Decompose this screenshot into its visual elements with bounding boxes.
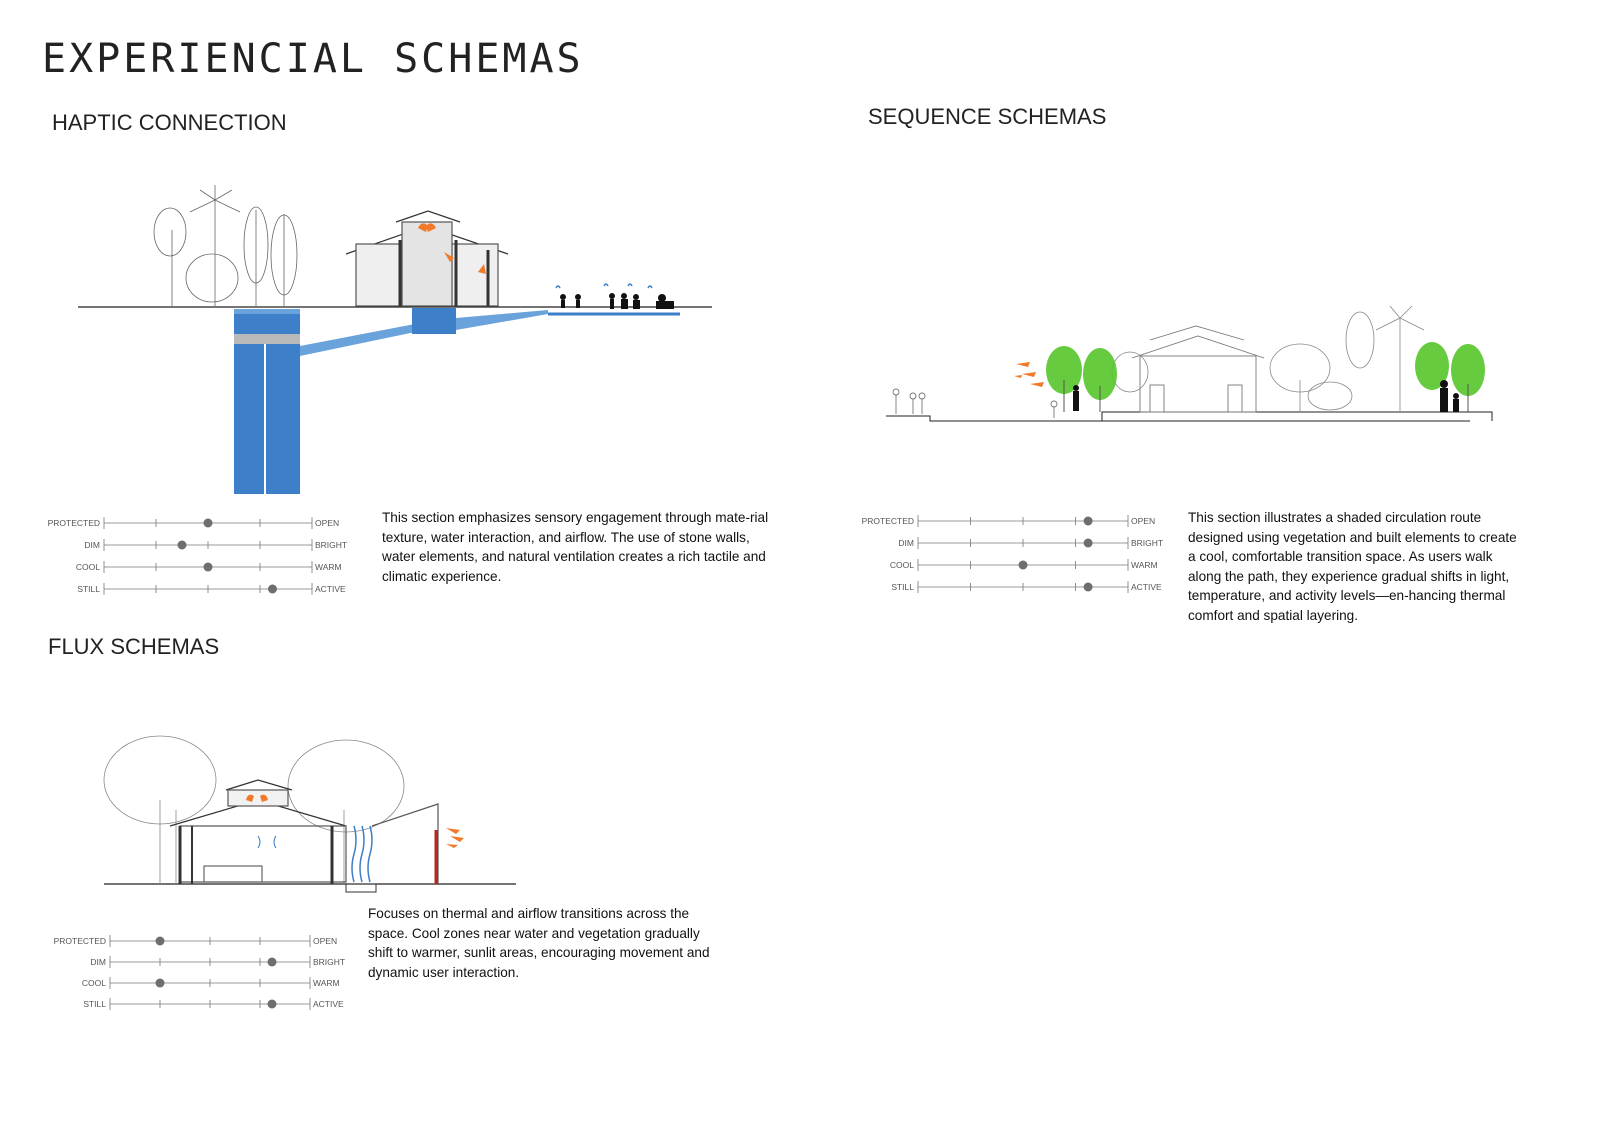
haptic-description: This section emphasizes sensory engageme…: [382, 510, 769, 584]
flux-scale-right-label: WARM: [313, 978, 340, 988]
sequence-scale-marker: [1083, 538, 1093, 548]
sequence-scale-left-label: PROTECTED: [862, 516, 914, 526]
water-channel: [300, 323, 420, 356]
haptic-scale-left-label: DIM: [84, 540, 100, 550]
flux-scale-marker: [155, 978, 165, 988]
haptic-house: [345, 210, 509, 307]
sequence-wind-arrows: [1014, 362, 1044, 387]
haptic-scale-right-label: WARM: [315, 562, 342, 572]
haptic-scales: PROTECTED OPEN DIM BRIGHT COOL WARM STILL ACTIV…: [48, 517, 347, 595]
haptic-scale-row-2: COOL WARM: [76, 561, 342, 573]
flux-scale-row-0: PROTECTED OPEN: [54, 935, 337, 947]
sequence-people: [1073, 380, 1459, 412]
flux-scale-marker: [267, 999, 277, 1009]
sequence-green-trees: [1046, 342, 1485, 412]
flux-trees: [103, 735, 405, 884]
sequence-scale-right-label: WARM: [1131, 560, 1158, 570]
house-pool: [412, 308, 456, 334]
haptic-scale-marker: [267, 584, 277, 594]
flux-scale-row-2: COOL WARM: [82, 977, 340, 989]
tank-band: [234, 334, 300, 344]
sequence-title: SEQUENCE SCHEMAS: [868, 104, 1107, 129]
sequence-scale-right-label: OPEN: [1131, 516, 1155, 526]
sequence-scale-row-3: STILL ACTIVE: [891, 581, 1162, 593]
outflow-channel: [456, 310, 548, 330]
flux-scale-left-label: PROTECTED: [54, 936, 106, 946]
haptic-title: HAPTIC CONNECTION: [52, 110, 287, 135]
sequence-scales: PROTECTED OPEN DIM BRIGHT COOL WARM STILL ACTIV…: [862, 515, 1163, 593]
haptic-scale-marker: [203, 562, 213, 572]
sequence-scale-marker: [1083, 582, 1093, 592]
haptic-fountains: [555, 283, 653, 289]
haptic-scale-row-1: DIM BRIGHT: [84, 539, 347, 551]
flux-scale-left-label: DIM: [90, 957, 106, 967]
haptic-scale-marker: [203, 518, 213, 528]
haptic-scale-left-label: COOL: [76, 562, 100, 572]
haptic-people: [560, 293, 674, 309]
flux-scale-right-label: BRIGHT: [313, 957, 345, 967]
sequence-scale-row-1: DIM BRIGHT: [898, 537, 1163, 549]
flux-scale-row-3: STILL ACTIVE: [83, 998, 344, 1010]
sequence-scale-left-label: STILL: [891, 582, 914, 592]
sequence-scale-marker: [1018, 560, 1028, 570]
sequence-description: This section illustrates a shaded circul…: [1188, 510, 1517, 623]
flux-description: Focuses on thermal and airflow transitio…: [368, 906, 710, 980]
flux-scale-marker: [267, 957, 277, 967]
flux-pavilion: [169, 779, 439, 884]
flux-scale-right-label: ACTIVE: [313, 999, 344, 1009]
haptic-trees: [153, 185, 298, 306]
tank-top: [234, 309, 300, 314]
haptic-scale-right-label: ACTIVE: [315, 584, 346, 594]
sequence-outline-people: [892, 388, 1058, 418]
flux-scale-row-1: DIM BRIGHT: [90, 956, 345, 968]
flux-inner-flow: [257, 835, 277, 849]
flux-title: FLUX SCHEMAS: [48, 634, 220, 659]
flux-scales: PROTECTED OPEN DIM BRIGHT COOL WARM STILL ACTIV…: [54, 935, 345, 1010]
sequence-scale-left-label: DIM: [898, 538, 914, 548]
flux-scale-left-label: STILL: [83, 999, 106, 1009]
sequence-scale-right-label: ACTIVE: [1131, 582, 1162, 592]
page-title: EXPERIENCIAL SCHEMAS: [42, 36, 584, 82]
sequence-scale-left-label: COOL: [890, 560, 914, 570]
flux-scale-marker: [155, 936, 165, 946]
haptic-scale-marker: [177, 540, 187, 550]
flux-water-cascade: [351, 825, 373, 883]
flux-airflow-arrows: [246, 794, 464, 848]
haptic-scale-left-label: STILL: [77, 584, 100, 594]
haptic-airflow-arrows: [418, 223, 486, 274]
sequence-scale-row-2: COOL WARM: [890, 559, 1158, 571]
haptic-scale-right-label: BRIGHT: [315, 540, 347, 550]
flux-basin: [345, 883, 377, 893]
haptic-scale-left-label: PROTECTED: [48, 518, 100, 528]
sequence-grey-trees: [1111, 305, 1425, 412]
haptic-scale-row-0: PROTECTED OPEN: [48, 517, 339, 529]
sequence-scale-right-label: BRIGHT: [1131, 538, 1163, 548]
haptic-scale-row-3: STILL ACTIVE: [77, 583, 346, 595]
sequence-building: [1131, 325, 1265, 413]
flux-scale-left-label: COOL: [82, 978, 106, 988]
flux-scale-right-label: OPEN: [313, 936, 337, 946]
haptic-scale-right-label: OPEN: [315, 518, 339, 528]
sequence-scale-marker: [1083, 516, 1093, 526]
sequence-scale-row-0: PROTECTED OPEN: [862, 515, 1155, 527]
